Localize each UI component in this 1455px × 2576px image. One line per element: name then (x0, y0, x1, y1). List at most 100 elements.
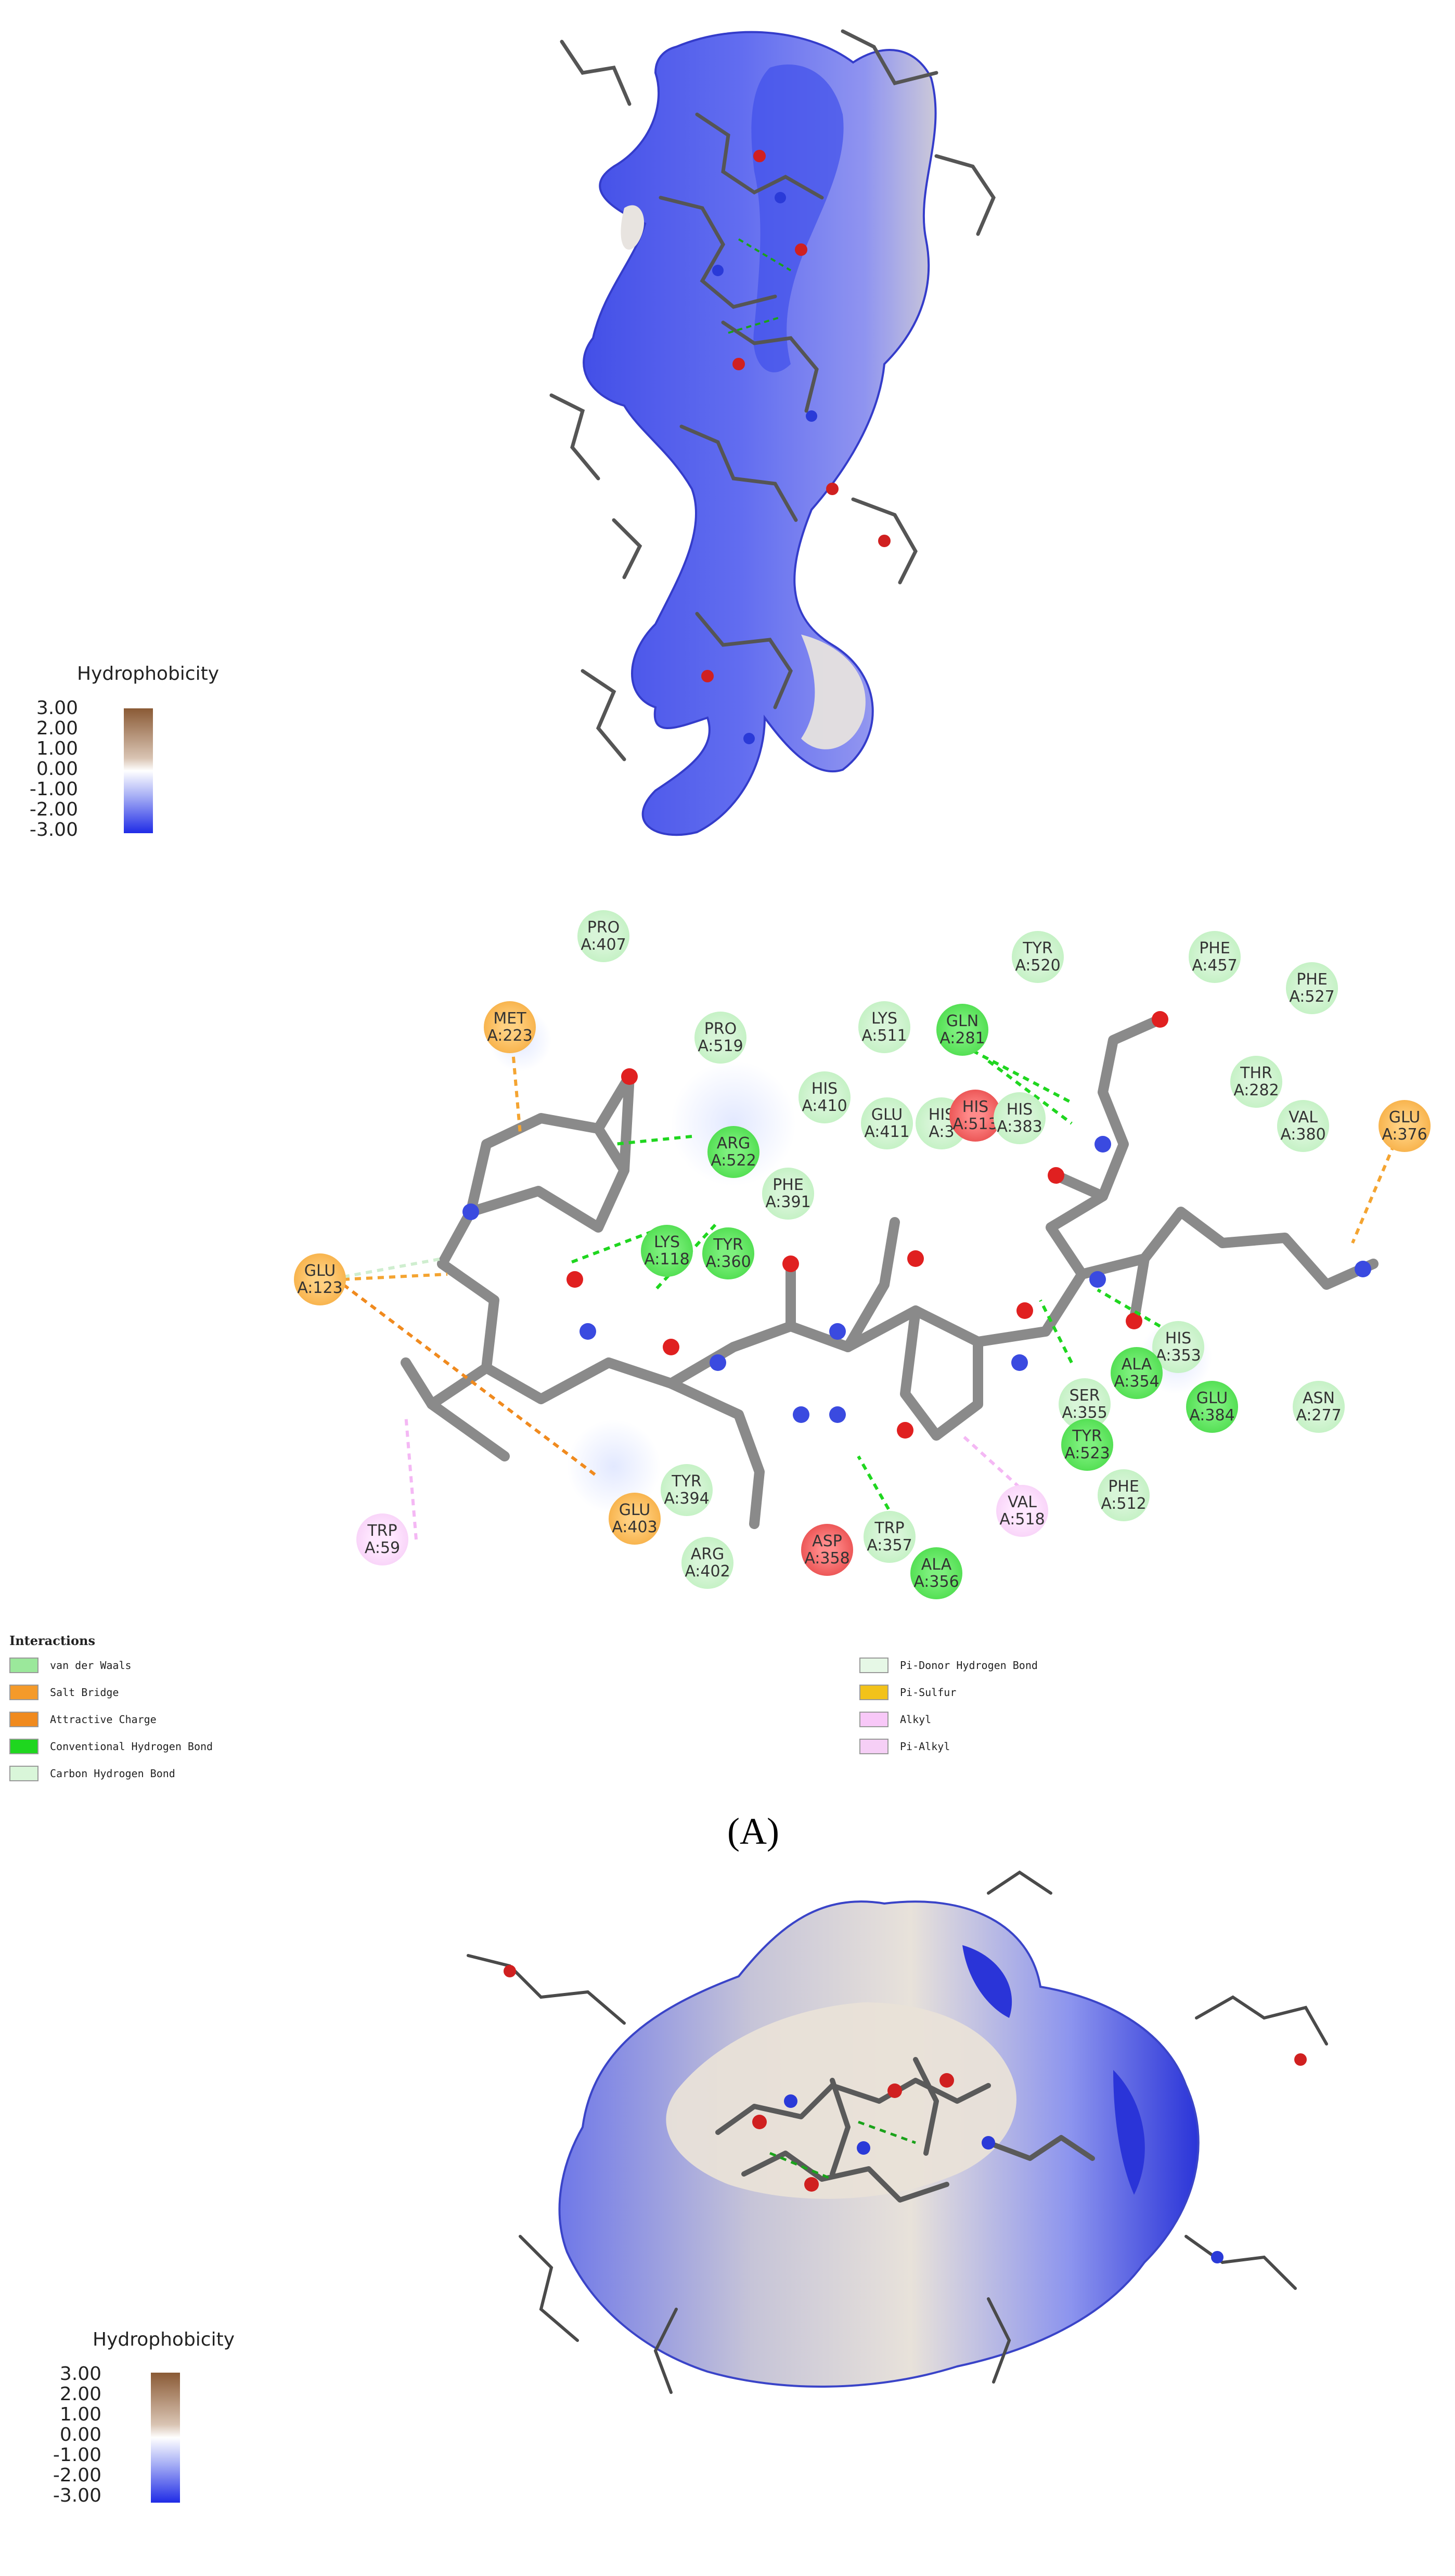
interaction-legend-item: Carbon Hydrogen Bond (9, 1766, 175, 1781)
ligand-skeleton (401, 1009, 1379, 1529)
interaction-legend-item: Alkyl (859, 1712, 931, 1727)
residue-id: A:520 (1015, 956, 1061, 975)
bottom-legend-title: Hydrophobicity (93, 2329, 235, 2350)
residue-id: A:357 (867, 1536, 912, 1555)
residue-name: TYR (713, 1236, 743, 1254)
residue-name: ASP (812, 1532, 842, 1550)
interaction-legend-item: van der Waals (9, 1658, 132, 1673)
legend-label: Salt Bridge (50, 1686, 119, 1699)
residue-id: A:384 (1189, 1406, 1235, 1425)
bottom-hydrophobicity-colorbar (151, 2373, 180, 2503)
residue-id: A:457 (1192, 956, 1238, 975)
residue-id: A:118 (644, 1250, 690, 1268)
residue-id: A:402 (685, 1562, 730, 1581)
residue-name: ARG (716, 1134, 751, 1153)
legend-label: Pi-Alkyl (900, 1740, 950, 1753)
residue-name: GLU (871, 1106, 903, 1124)
residue-name: TYR (1023, 939, 1053, 957)
legend-label: Alkyl (900, 1713, 932, 1726)
residue-name: HIS (1006, 1101, 1033, 1119)
tick: -3.00 (53, 2485, 101, 2506)
residue-id: A:59 (364, 1539, 401, 1557)
residue-id: A:123 (297, 1279, 343, 1297)
residue-id: A:281 (939, 1029, 985, 1047)
tick: -3.00 (29, 819, 78, 840)
legend-swatch (859, 1739, 889, 1754)
legend-swatch (9, 1766, 38, 1781)
legend-label: Attractive Charge (50, 1713, 157, 1726)
residue-name: HIS (1165, 1329, 1192, 1348)
residue-id: A:358 (804, 1549, 850, 1568)
interactions-legend-title: Interactions (9, 1633, 96, 1648)
residue-id: A:223 (487, 1027, 533, 1045)
residue-id: A:277 (1296, 1406, 1342, 1425)
tick: 1.00 (59, 2404, 101, 2425)
legend-label: Pi-Donor Hydrogen Bond (900, 1659, 1038, 1672)
residue-name: GLU (1388, 1108, 1421, 1127)
residue-name: ASN (1302, 1389, 1335, 1407)
residue-name: VAL (1289, 1108, 1318, 1127)
residue-id: A:522 (711, 1151, 756, 1170)
residue-name: THR (1240, 1064, 1272, 1082)
legend-label: Conventional Hydrogen Bond (50, 1740, 213, 1753)
residue-name: PRO (704, 1020, 737, 1038)
legend-label: Pi-Sulfur (900, 1686, 957, 1699)
residue-name: PHE (1108, 1478, 1139, 1496)
interaction-legend-item: Pi-Alkyl (859, 1739, 950, 1754)
bottom-legend-ticks: 3.00 2.00 1.00 0.00 -1.00 -2.00 -3.00 (23, 2364, 101, 2506)
tick: 2.00 (59, 2384, 101, 2405)
residue-name: TYR (1072, 1427, 1102, 1445)
bottom-surface-rendering (467, 1870, 1328, 2394)
residue-id: A:360 (705, 1253, 751, 1271)
residue-id: A:282 (1233, 1081, 1279, 1099)
residue-name: PRO (587, 918, 620, 937)
tick: 3.00 (36, 697, 78, 719)
residue-id: A:513 (952, 1115, 998, 1133)
residue-id: A:394 (664, 1490, 710, 1508)
legend-swatch (9, 1739, 38, 1754)
legend-swatch (859, 1685, 889, 1700)
tick: -2.00 (29, 799, 78, 820)
residue-name: LYS (653, 1233, 680, 1251)
residue-name: PHE (772, 1176, 804, 1194)
residue-name: GLU (619, 1501, 651, 1519)
residue-id: A:519 (698, 1037, 743, 1055)
panel-label: (A) (727, 1810, 779, 1852)
residue-id: A:523 (1064, 1444, 1110, 1462)
top-surface-rendering (549, 29, 996, 836)
residue-id: A:3 (929, 1123, 955, 1141)
tick: 1.00 (36, 738, 78, 759)
tick: 0.00 (36, 758, 78, 780)
residue-name: SER (1069, 1387, 1100, 1405)
interaction-legend-item: Conventional Hydrogen Bond (9, 1739, 213, 1754)
residue-name: GLU (304, 1262, 336, 1280)
residue-name: ALA (921, 1556, 952, 1574)
residue-id: A:511 (861, 1027, 907, 1045)
residue-id: A:527 (1289, 988, 1335, 1006)
residue-id: A:380 (1280, 1125, 1326, 1144)
residue-name: GLU (1196, 1389, 1228, 1407)
residue-name: HIS (811, 1080, 838, 1098)
residue-id: A:376 (1382, 1125, 1427, 1144)
tick: 3.00 (59, 2363, 101, 2385)
top-hydrophobicity-colorbar (124, 708, 153, 833)
residue-id: A:403 (612, 1518, 658, 1536)
interaction-legend-item: Pi-Sulfur (859, 1685, 956, 1700)
